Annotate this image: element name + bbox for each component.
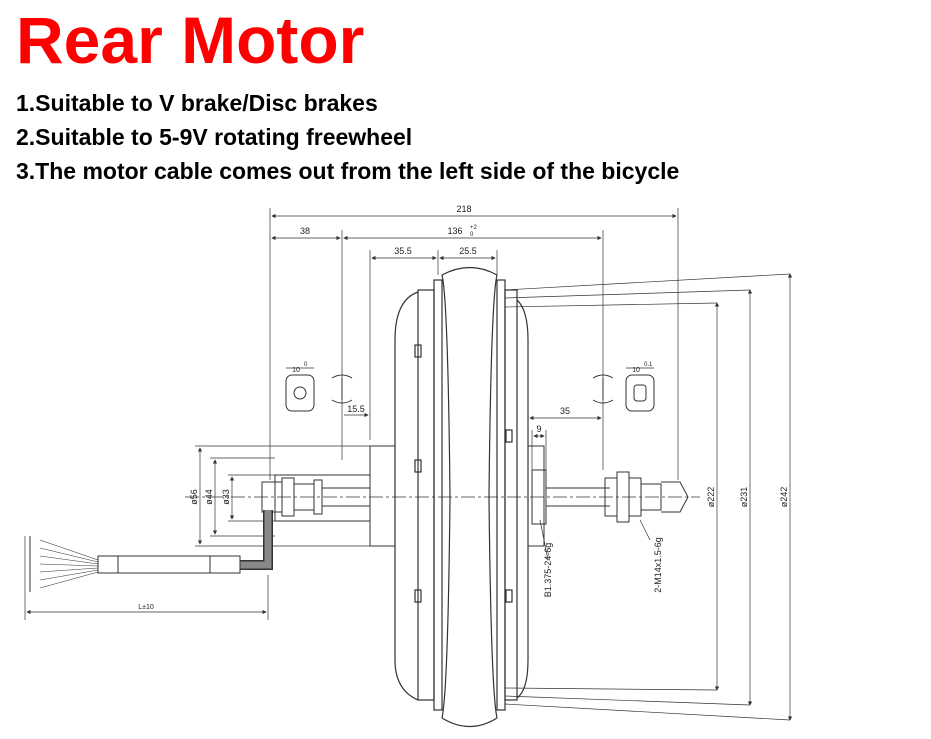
label-thread-m: 2-M14x1.5-6g: [653, 537, 663, 593]
left-mount-slot: [285, 367, 315, 412]
label-phi56: ø56: [189, 489, 199, 505]
label-218: 218: [456, 204, 471, 214]
label-10-left: 10: [292, 367, 300, 374]
label-thread-b: B1.375-24-6g: [543, 543, 553, 598]
dim-218: [269, 208, 679, 480]
label-phi222: ø222: [706, 487, 716, 508]
label-phi242: ø242: [779, 487, 789, 508]
dim-left-diameters: [195, 412, 370, 547]
label-136-tol2: 0: [470, 232, 474, 238]
feature-list: 1.Suitable to V brake/Disc brakes 2.Suit…: [16, 86, 679, 188]
label-phi44: ø44: [204, 489, 214, 505]
motor-cable: [24, 510, 273, 620]
label-35: 35: [560, 406, 570, 416]
dim-right: [527, 410, 651, 561]
dim-38-136: [271, 230, 604, 470]
label-phi231: ø231: [739, 487, 749, 508]
feature-item: 2.Suitable to 5-9V rotating freewheel: [16, 124, 413, 150]
label-15-5: 15.5: [347, 404, 365, 414]
page-title: Rear Motor: [16, 3, 365, 77]
feature-item: 3.The motor cable comes out from the lef…: [16, 158, 680, 184]
dimension-labels: 218 38 136 +2 0 35.5 25.5 15.5 35 9 10 0…: [138, 204, 789, 611]
label-136: 136: [447, 226, 462, 236]
dim-diameters-right: [714, 273, 793, 721]
label-25-5: 25.5: [459, 246, 477, 256]
label-136-tol: +2: [470, 225, 478, 231]
dim-35-5-25-5: [369, 250, 498, 440]
right-mount-slot: [625, 367, 655, 412]
label-10-left-tol: 0: [304, 362, 308, 368]
label-38: 38: [300, 226, 310, 236]
label-35-5: 35.5: [394, 246, 412, 256]
right-axle: [527, 374, 689, 547]
hub-shell: [394, 266, 791, 728]
label-phi33: ø33: [221, 489, 231, 505]
motor-technical-drawing: 218 38 136 +2 0 35.5 25.5 15.5 35 9 10 0…: [24, 204, 793, 728]
label-10-right-tol: 0.1: [644, 362, 653, 368]
label-10-right: 10: [632, 367, 640, 374]
label-9: 9: [536, 424, 541, 434]
label-cable-length: L±10: [138, 604, 154, 611]
left-axle: [261, 374, 396, 547]
feature-item: 1.Suitable to V brake/Disc brakes: [16, 90, 378, 116]
